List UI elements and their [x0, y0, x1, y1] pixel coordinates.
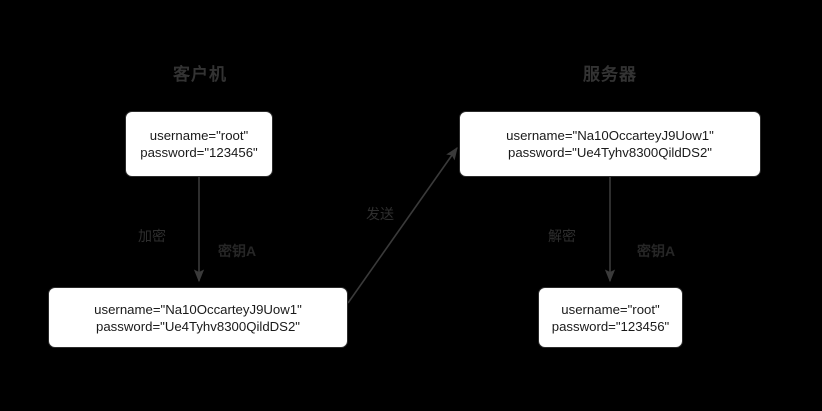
node-client-ciphertext-line1: username="Na10OccarteyJ9Uow1" [94, 301, 302, 317]
node-server-plaintext-line1: username="root" [561, 301, 660, 317]
node-client-ciphertext-body: username="Na10OccarteyJ9Uow1" password="… [49, 301, 347, 335]
node-client-ciphertext-line2: password="Ue4Tyhv8300QildDS2" [96, 318, 300, 334]
node-server-ciphertext-line2: password="Ue4Tyhv8300QildDS2" [508, 145, 712, 160]
column-title-client: 客户机 [173, 65, 227, 84]
node-client-plaintext-body: username="root" password="123456" [126, 127, 272, 161]
node-server-plaintext[interactable]: username="root" password="123456" [538, 287, 683, 348]
node-server-ciphertext[interactable]: username="Na10OccarteyJ9Uow1" password="… [459, 111, 761, 177]
edge-label-decrypt-key: 密钥A [637, 243, 676, 259]
node-server-ciphertext-line1: username="Na10OccarteyJ9Uow1" [506, 128, 714, 143]
edge-label-encrypt: 加密 [138, 228, 166, 244]
node-client-ciphertext[interactable]: username="Na10OccarteyJ9Uow1" password="… [48, 287, 348, 348]
node-client-plaintext[interactable]: username="root" password="123456" [125, 111, 273, 177]
node-server-plaintext-body: username="root" password="123456" [539, 301, 682, 335]
edge-label-decrypt: 解密 [548, 228, 576, 244]
column-title-server: 服务器 [583, 65, 637, 84]
edge-label-encrypt-key: 密钥A [218, 243, 257, 259]
node-client-plaintext-line2: password="123456" [140, 145, 258, 160]
node-client-plaintext-line1: username="root" [149, 128, 249, 143]
edge-label-send: 发送 [366, 206, 394, 222]
node-server-ciphertext-body: username="Na10OccarteyJ9Uow1" password="… [460, 127, 760, 161]
node-server-plaintext-line2: password="123456" [551, 318, 670, 334]
edge-send [347, 146, 458, 304]
